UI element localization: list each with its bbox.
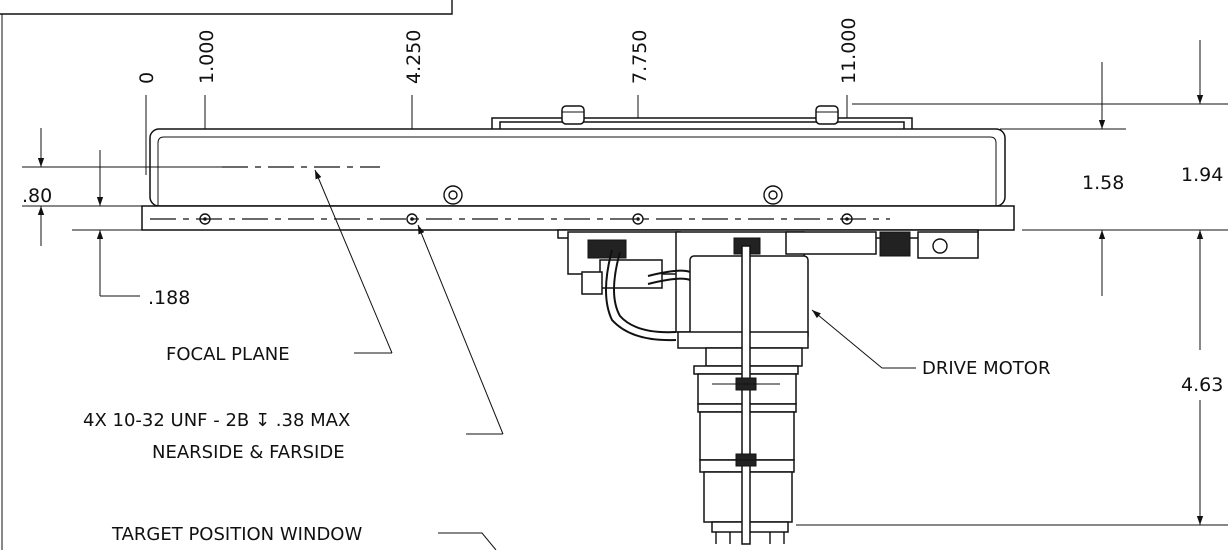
base-plate	[141, 205, 1015, 231]
drive-mechanism	[557, 229, 979, 342]
hole-note-line2: NEARSIDE & FARSIDE	[152, 442, 345, 463]
housing-cover	[149, 105, 1006, 207]
dim-hole-offset-label: .188	[148, 287, 190, 309]
motor-body	[677, 245, 809, 545]
hole-note-line1: 4X 10-32 UNF - 2B ↧ .38 MAX	[83, 410, 350, 431]
dim-base-height-label: 1.58	[1082, 172, 1124, 194]
ordinate-1000-label: 1.000	[196, 30, 218, 84]
dim-hole-offset: .188	[72, 150, 190, 309]
mounting-holes	[199, 213, 853, 225]
callout-drive-motor: DRIVE MOTOR	[811, 309, 1050, 379]
callout-focal-plane: FOCAL PLANE	[166, 169, 393, 365]
callout-target-window: TARGET POSITION WINDOW	[111, 524, 497, 550]
ordinate-4250-label: 4.250	[403, 30, 425, 84]
drive-motor-label: DRIVE MOTOR	[922, 358, 1050, 379]
dim-overall-height-label: 1.94	[1181, 164, 1223, 186]
title-block-fragment	[0, 0, 453, 550]
ordinate-11000-label: 11.000	[838, 18, 860, 84]
dim-focal-offset-label: .80	[22, 185, 52, 207]
target-window-label: TARGET POSITION WINDOW	[111, 524, 362, 545]
ordinate-7750-label: 7.750	[629, 30, 651, 84]
ordinate-labels: 0 1.000 4.250 7.750 11.000	[136, 18, 860, 84]
ordinate-zero-label: 0	[136, 72, 158, 84]
callout-hole-note: 4X 10-32 UNF - 2B ↧ .38 MAX NEARSIDE & F…	[83, 224, 504, 463]
dim-focal-offset: .80	[22, 128, 222, 246]
focal-plane-label: FOCAL PLANE	[166, 344, 290, 365]
cover-screws	[443, 185, 783, 205]
dim-motor-drop-label: 4.63	[1181, 374, 1223, 396]
dim-right-stack: 1.58 1.94 4.63	[796, 40, 1228, 526]
